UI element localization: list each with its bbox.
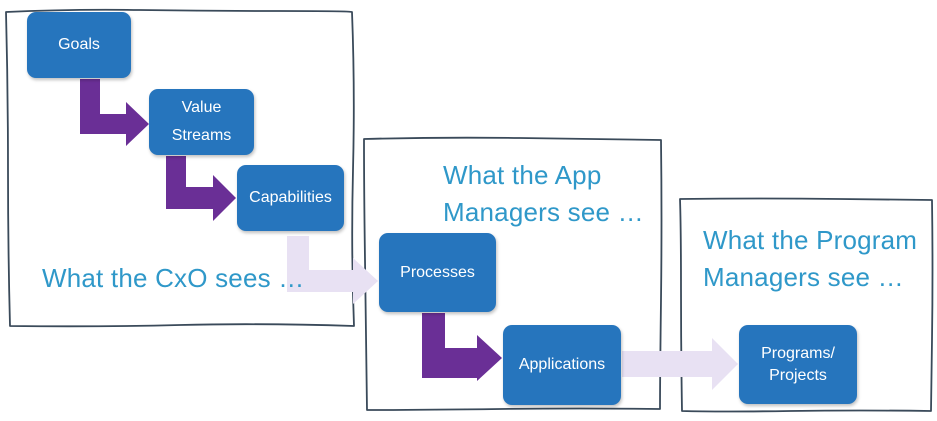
applications-node: Applications	[503, 325, 621, 405]
value-streams-label-line2: Streams	[171, 127, 232, 144]
arrow-applications-to-programs	[622, 338, 738, 390]
programs-projects-label-line1: Programs/	[761, 344, 835, 362]
goals-node: Goals	[27, 12, 131, 78]
applications-label: Applications	[518, 356, 606, 374]
goals-label: Goals	[58, 36, 100, 54]
arrow-capabilities-to-processes	[287, 236, 378, 304]
processes-node: Processes	[379, 233, 496, 312]
capabilities-node: Capabilities	[237, 165, 344, 231]
programs-projects-node: Programs/ Projects	[739, 325, 857, 404]
arrow-goals-to-value-streams	[80, 79, 149, 146]
app-managers-caption-line1: What the App	[443, 160, 602, 190]
value-streams-node: Value Streams	[149, 89, 254, 155]
arrow-value-streams-to-capabilities	[166, 156, 236, 221]
cxo-caption-text: What the CxO sees …	[42, 263, 305, 293]
processes-label: Processes	[400, 263, 475, 281]
app-managers-caption: What the App Managers see …	[443, 157, 644, 231]
cxo-caption: What the CxO sees …	[42, 260, 304, 297]
program-managers-caption: What the Program Managers see …	[703, 222, 917, 296]
arrow-processes-to-applications	[422, 313, 502, 381]
programs-projects-label-line2: Projects	[769, 366, 827, 384]
program-managers-caption-line1: What the Program	[703, 225, 918, 255]
program-managers-caption-line2: Managers see …	[703, 262, 904, 292]
app-managers-caption-line2: Managers see …	[443, 197, 644, 227]
capabilities-label: Capabilities	[249, 189, 332, 207]
value-streams-label-line1: Value	[181, 99, 222, 117]
